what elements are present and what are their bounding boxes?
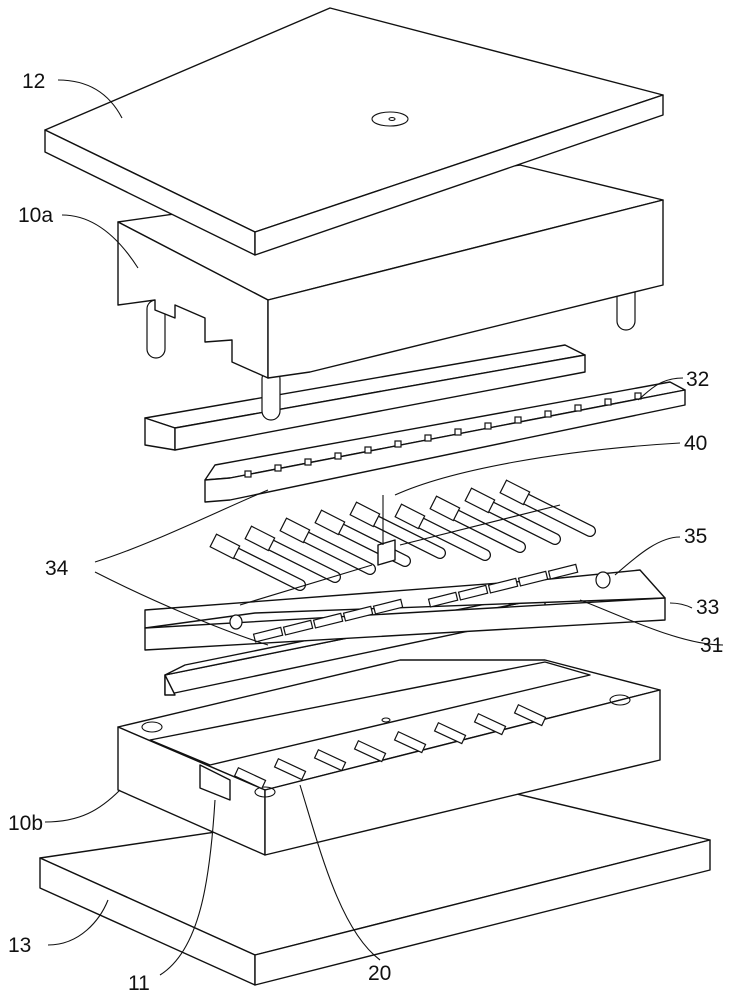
terminal-head xyxy=(465,488,495,512)
label-11: 11 xyxy=(128,972,150,995)
strip-tooth xyxy=(575,405,581,411)
terminal-head xyxy=(500,480,530,504)
strip-tooth xyxy=(245,471,251,477)
label-32: 32 xyxy=(686,368,709,391)
strip-tooth xyxy=(335,453,341,459)
locator-pin xyxy=(596,572,610,588)
strip-tooth xyxy=(305,459,311,465)
label-34: 34 xyxy=(45,557,69,580)
strip-tooth xyxy=(485,423,491,429)
label-10b: 10b xyxy=(8,812,43,835)
strip-tooth xyxy=(275,465,281,471)
label-35: 35 xyxy=(684,525,707,548)
terminal-head xyxy=(210,534,240,558)
label-31: 31 xyxy=(700,634,723,657)
strip-tooth xyxy=(425,435,431,441)
strip-tooth xyxy=(455,429,461,435)
label-20: 20 xyxy=(368,962,391,985)
label-10a: 10a xyxy=(18,204,53,227)
terminal-head xyxy=(315,510,345,534)
terminal-head xyxy=(430,496,460,520)
label-40: 40 xyxy=(684,432,707,455)
strip-tooth xyxy=(515,417,521,423)
label-12: 12 xyxy=(22,70,45,93)
label-33: 33 xyxy=(696,596,719,619)
locator-pin xyxy=(230,615,242,629)
terminal-head xyxy=(245,526,275,550)
label-13: 13 xyxy=(8,934,31,957)
strip-tooth xyxy=(365,447,371,453)
strip-tooth xyxy=(395,441,401,447)
terminal-head xyxy=(395,504,425,528)
strip-tooth xyxy=(545,411,551,417)
strip-tooth xyxy=(605,399,611,405)
terminal-head xyxy=(350,502,380,526)
terminal-head xyxy=(280,518,310,542)
